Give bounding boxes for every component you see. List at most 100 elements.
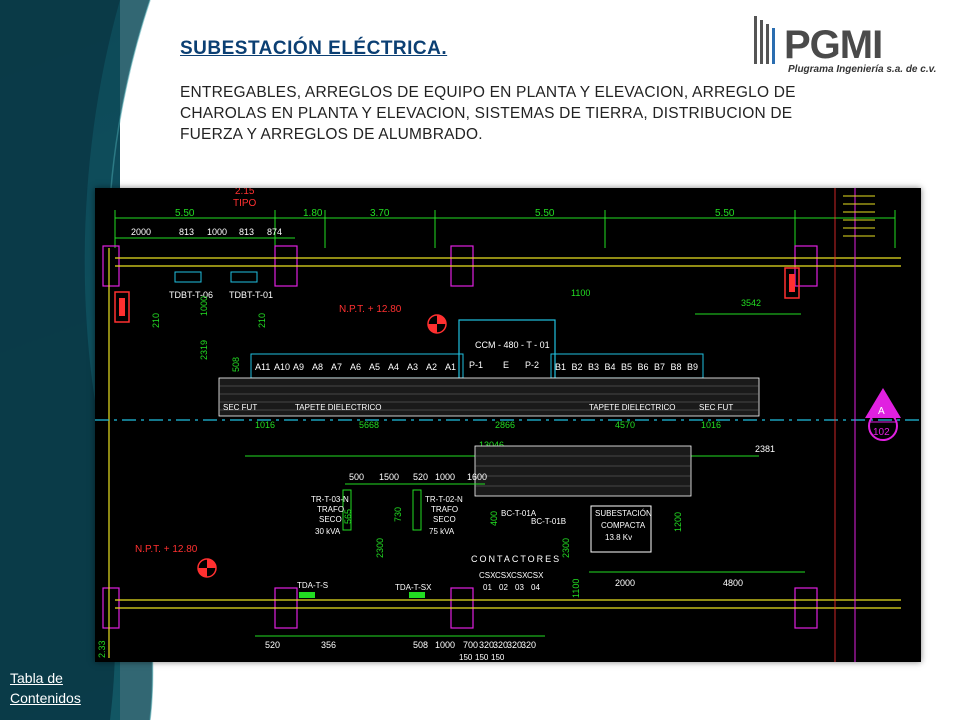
company-logo: PGMI <box>754 16 883 67</box>
sub-dim-5: 874 <box>267 227 282 237</box>
vert-dim-1200: 1200 <box>673 512 683 532</box>
bottom-150-1: 150 <box>459 653 473 662</box>
top-dim-5: 5.50 <box>715 208 735 219</box>
ccm-cell-p2: P-2 <box>525 360 539 370</box>
trafo-2-kva: 75 kVA <box>429 527 455 536</box>
dim-13046: 13046 <box>479 440 504 450</box>
dim-5668: 5668 <box>359 420 379 430</box>
npt-label-top: N.P.T. + 12.80 <box>339 304 402 315</box>
vert-dim-508: 508 <box>231 357 241 372</box>
csx-3: CSX <box>511 571 528 580</box>
top-dim-1: 5.50 <box>175 208 195 219</box>
csx-num-1: 01 <box>483 583 492 592</box>
csx-num-4: 04 <box>531 583 540 592</box>
panel-cell-b: B8 <box>671 362 682 372</box>
grounding-symbol-icon <box>427 314 447 334</box>
bottom-dim-3: 508 <box>413 640 428 650</box>
logo-wordmark: PGMI <box>784 23 882 67</box>
toc-link-line-1[interactable]: Tabla de <box>10 670 63 686</box>
sub-dim-3: 1000 <box>207 227 227 237</box>
sub-dim-2: 813 <box>179 227 194 237</box>
bottom-dim-7: 320 <box>493 640 508 650</box>
table-of-contents-link[interactable]: Tabla de Contenidos <box>10 668 81 708</box>
bct-a: BC-T-01A <box>501 509 537 518</box>
mid-dim-1: 500 <box>349 472 364 482</box>
npt-label-bottom: N.P.T. + 12.80 <box>135 544 198 555</box>
vert-dim-210: 210 <box>151 313 161 328</box>
bottom-dim-8: 320 <box>507 640 522 650</box>
subestacion-line-2: COMPACTA <box>601 521 646 530</box>
mid-dim-3: 520 <box>413 472 428 482</box>
panel-cell-b: B9 <box>687 362 698 372</box>
vert-dim-400: 400 <box>489 511 499 526</box>
panel-cell-a: A9 <box>293 362 304 372</box>
toc-link-line-2[interactable]: Contenidos <box>10 690 81 706</box>
bottom-150-3: 150 <box>491 653 505 662</box>
bct-b: BC-T-01B <box>531 517 566 526</box>
bottom-150-2: 150 <box>475 653 489 662</box>
panel-cell-a: A7 <box>331 362 342 372</box>
slide-title: SUBESTACIÓN ELÉCTRICA. <box>180 38 448 59</box>
trafo-2-id: TR-T-02-N <box>425 495 463 504</box>
section-letter: A <box>878 406 885 417</box>
trafo-1-type: TRAFO <box>317 505 344 514</box>
panel-cell-b: B2 <box>572 362 583 372</box>
panel-cell-a: A1 <box>445 362 456 372</box>
bottom-dim-6: 320 <box>479 640 494 650</box>
trafo-2-seco: SECO <box>433 515 456 524</box>
panel-label-1: TDBT-T-06 <box>169 290 213 300</box>
top-note: 2.15 <box>235 188 255 197</box>
fire-extinguisher-icon <box>114 291 130 323</box>
sub-dim-4: 813 <box>239 227 254 237</box>
trafo-1-seco: SECO <box>319 515 342 524</box>
trafo-1-kva: 30 kVA <box>315 527 341 536</box>
tda-2: TDA-T-SX <box>395 583 432 592</box>
panel-cell-a: A11 <box>255 362 270 372</box>
mat-label-right: TAPETE DIELECTRICO <box>589 403 676 412</box>
bottom-dim-4: 1000 <box>435 640 455 650</box>
logo-tagline: Plugrama Ingeniería s.a. de c.v. <box>788 64 937 75</box>
bottom-dim-5: 700 <box>463 640 478 650</box>
trafo-1-id: TR-T-03-N <box>311 495 349 504</box>
top-dim-4: 5.50 <box>535 208 555 219</box>
cad-plan-svg: 5.50 1.80 3.70 5.50 5.50 2.15 TIPO 2000 … <box>95 188 921 662</box>
subestacion-line-3: 13.8 Kv <box>605 533 632 542</box>
csx-4: CSX <box>527 571 544 580</box>
panel-cell-a: A8 <box>312 362 323 372</box>
panel-cell-a: A10 <box>274 362 290 372</box>
section-number: 102 <box>873 427 890 438</box>
panel-cell-b: B3 <box>588 362 599 372</box>
logo-bars <box>754 16 775 64</box>
dim-3542: 3542 <box>741 298 761 308</box>
vert-dim-1100: 1100 <box>571 579 581 598</box>
dim-2866: 2866 <box>495 420 515 430</box>
dim-1100: 1100 <box>571 288 590 298</box>
vert-dim-730: 730 <box>393 507 403 522</box>
tipo-label: TIPO <box>233 198 257 209</box>
left-edge-dim: 2.33 <box>97 640 107 658</box>
top-dim-2: 1.80 <box>303 208 323 219</box>
panel-cell-a: A6 <box>350 362 361 372</box>
csx-num-3: 03 <box>515 583 524 592</box>
slide-description: ENTREGABLES, ARREGLOS DE EQUIPO EN PLANT… <box>180 84 796 143</box>
mid-dim-5: 1600 <box>467 472 487 482</box>
ccm-label: CCM - 480 - T - 01 <box>475 340 550 350</box>
dim-1016-b: 1016 <box>701 420 721 430</box>
mid-dim-4: 1000 <box>435 472 455 482</box>
panel-cell-a: A3 <box>407 362 418 372</box>
bottom-dim-1: 520 <box>265 640 280 650</box>
bottom-dim-2: 356 <box>321 640 336 650</box>
contactores-label: CONTACTORES <box>471 554 561 564</box>
csx-2: CSX <box>495 571 512 580</box>
subestacion-line-1: SUBESTACIÓN <box>595 509 652 518</box>
vert-dim-2300: 2300 <box>375 538 385 558</box>
vert-dim-2300-b: 2300 <box>561 538 571 558</box>
cad-drawing: 5.50 1.80 3.70 5.50 5.50 2.15 TIPO 2000 … <box>95 188 921 662</box>
ccm-cell-e: E <box>503 360 509 370</box>
dim-4570: 4570 <box>615 420 635 430</box>
panel-cell-b: B4 <box>605 362 616 372</box>
csx-num-2: 02 <box>499 583 508 592</box>
panel-cell-b: B1 <box>555 362 566 372</box>
panel-cell-a: A5 <box>369 362 380 372</box>
vert-dim-2319: 2319 <box>199 340 209 360</box>
